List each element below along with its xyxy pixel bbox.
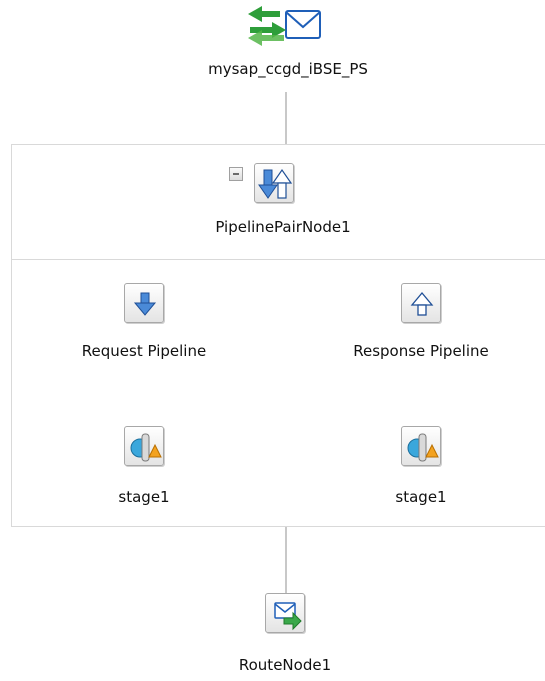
route-node-button[interactable]: [265, 593, 305, 633]
connector-pair-to-route: [285, 527, 287, 593]
proxy-service-icon: [248, 6, 321, 46]
collapse-icon[interactable]: [229, 167, 243, 181]
response-pipeline-icon: [410, 291, 434, 316]
request-pipeline-label: Request Pipeline: [81, 342, 207, 360]
request-pipeline-icon: [133, 292, 157, 316]
connector-proxy-to-pair: [285, 92, 287, 144]
route-node-icon: [274, 602, 302, 631]
response-stage-label: stage1: [395, 488, 447, 506]
request-stage-label: stage1: [118, 488, 170, 506]
request-stage-button[interactable]: [124, 426, 164, 466]
proxy-service-label: mysap_ccgd_iBSE_PS: [208, 60, 368, 78]
stage-icon: [130, 433, 162, 462]
pipeline-pair-icon: [258, 168, 293, 199]
response-pipeline-label: Response Pipeline: [353, 342, 489, 360]
response-stage-button[interactable]: [401, 426, 441, 466]
request-pipeline-button[interactable]: [124, 283, 164, 323]
pipeline-pair-container: [11, 144, 545, 527]
pipeline-pair-node-button[interactable]: [254, 163, 294, 203]
route-node-label: RouteNode1: [238, 656, 332, 674]
proxy-service-node[interactable]: [240, 6, 330, 56]
stage-icon: [407, 433, 439, 462]
pipeline-pair-divider: [11, 259, 545, 260]
response-pipeline-button[interactable]: [401, 283, 441, 323]
pipeline-pair-label: PipelinePairNode1: [215, 218, 351, 236]
